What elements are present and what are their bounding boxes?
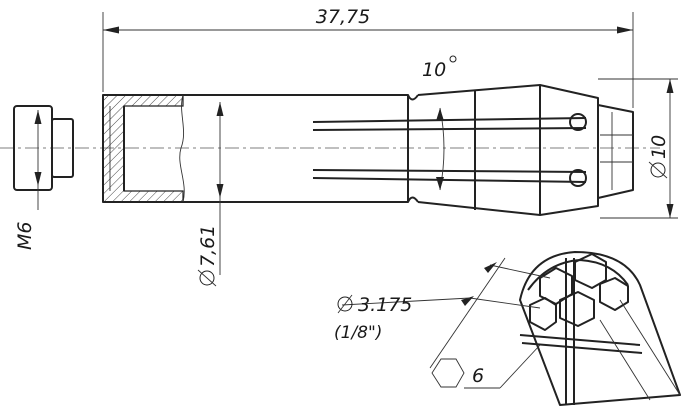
bore-diameter-symbol: [199, 270, 215, 286]
overall-length-dimension: 37,75: [102, 6, 634, 108]
isometric-collet-view: [519, 251, 681, 406]
hex-icon: [431, 358, 465, 388]
shank-diameter-inch-label: (1/8"): [334, 323, 382, 343]
thread-label: M6: [14, 222, 36, 250]
hex-size-callout: [431, 344, 541, 389]
hex-size-label: 6: [472, 365, 484, 387]
overall-length-label: 37,75: [316, 6, 370, 28]
outer-diameter-symbol: [650, 162, 666, 178]
degree-symbol: [449, 55, 457, 63]
m6-nut: [13, 105, 74, 210]
collet-body: [102, 84, 634, 216]
shank-diameter-leader: [341, 257, 551, 369]
bore-diameter-dimension: [216, 102, 224, 275]
outer-diameter-label: 10: [648, 135, 670, 159]
taper-angle-label: 10: [422, 59, 446, 81]
outer-diameter-dimension: [598, 78, 678, 219]
shank-diameter-label: 3.175: [358, 294, 412, 316]
shank-diameter-symbol: [337, 296, 353, 312]
bore-diameter-label: 7,61: [197, 225, 219, 267]
